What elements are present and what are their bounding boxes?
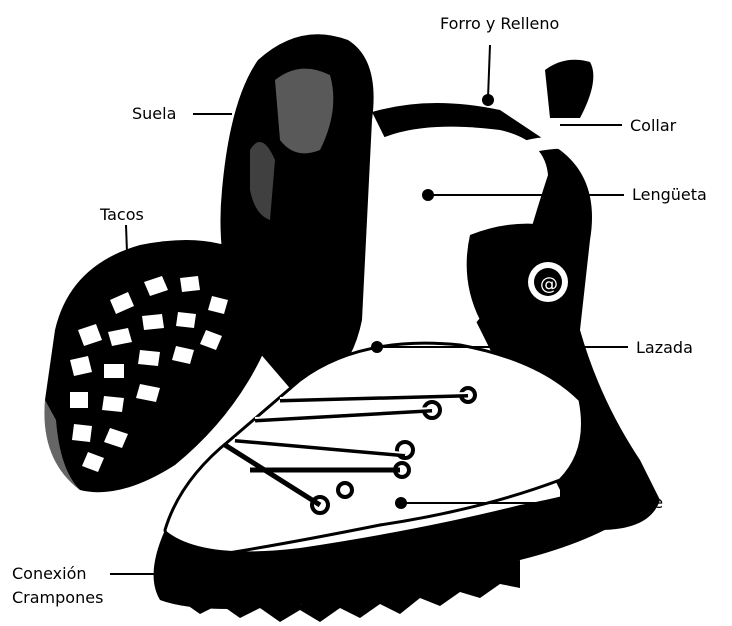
label-empeine: Empeine bbox=[593, 493, 663, 513]
label-tacos: Tacos bbox=[100, 205, 144, 225]
label-lengueta: Lengüeta bbox=[632, 185, 707, 205]
label-forro-relleno: Forro y Relleno bbox=[440, 14, 559, 34]
label-suela: Suela bbox=[132, 104, 176, 124]
svg-text:@: @ bbox=[540, 274, 558, 295]
label-lazada: Lazada bbox=[636, 338, 693, 358]
label-collar: Collar bbox=[630, 116, 676, 136]
label-conexion: Conexión bbox=[12, 564, 87, 584]
label-crampones: Crampones bbox=[12, 588, 103, 608]
leader-forro bbox=[488, 45, 490, 98]
